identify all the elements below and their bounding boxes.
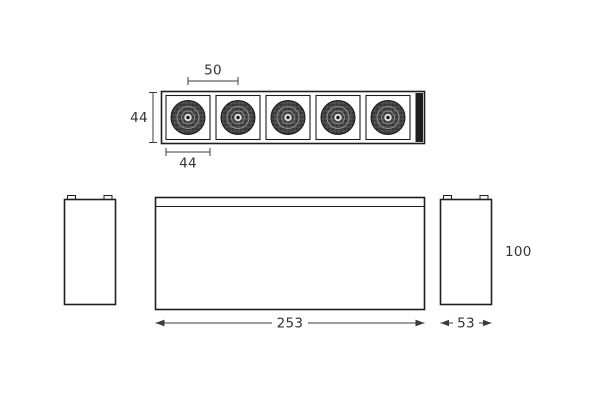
lens-cell bbox=[215, 94, 261, 141]
led-dot bbox=[186, 115, 190, 120]
lens-cell bbox=[315, 94, 361, 141]
dimension-height: 44 bbox=[130, 92, 157, 143]
lens-ring-outer bbox=[226, 105, 250, 130]
lens-row bbox=[165, 94, 411, 141]
dim-line-pitch bbox=[187, 77, 239, 85]
dimension-length: 253 bbox=[155, 316, 425, 332]
lens-ring-outer bbox=[376, 105, 400, 130]
mounting-clip bbox=[103, 195, 113, 200]
led-dot bbox=[286, 115, 290, 120]
dimension-pitch: 50 bbox=[187, 63, 239, 85]
lens-ring-outer bbox=[276, 105, 300, 130]
mounting-clip bbox=[479, 195, 489, 200]
lens-ring-inner bbox=[281, 110, 295, 125]
dimension-width: 53 bbox=[440, 316, 492, 332]
dim-line-height bbox=[149, 92, 157, 143]
lens-ring-inner bbox=[381, 110, 395, 125]
dimension-cell: 44 bbox=[165, 148, 211, 172]
mounting-clip bbox=[443, 195, 452, 200]
dimension-label-side-height: 100 bbox=[505, 244, 532, 260]
side-view-left-body bbox=[63, 198, 117, 306]
mounting-clip bbox=[67, 195, 76, 200]
lens-cell bbox=[165, 94, 211, 141]
front-view-body bbox=[154, 196, 426, 311]
lens-ring-inner bbox=[331, 110, 345, 125]
dimension-label-pitch: 50 bbox=[204, 63, 222, 79]
lens-cell bbox=[365, 94, 411, 141]
front-view: 253 bbox=[154, 196, 426, 332]
side-view-left bbox=[63, 195, 117, 306]
side-view-right: 53 100 bbox=[439, 195, 532, 332]
dimension-label-width: 53 bbox=[457, 316, 475, 332]
top-view: 50 44 44 bbox=[130, 63, 426, 172]
led-dot bbox=[236, 115, 240, 120]
end-cap bbox=[415, 93, 423, 142]
dimension-label-length: 253 bbox=[277, 316, 304, 332]
lens-cell bbox=[265, 94, 311, 141]
side-view-right-body bbox=[439, 198, 493, 306]
lens-ring-outer bbox=[326, 105, 350, 130]
dim-line-cell bbox=[165, 148, 211, 156]
lens-ring-inner bbox=[181, 110, 195, 125]
lens-ring-inner bbox=[231, 110, 245, 125]
led-dot bbox=[386, 115, 390, 120]
lens-ring-outer bbox=[176, 105, 200, 130]
dimension-label-height: 44 bbox=[130, 110, 148, 126]
dimension-label-cell: 44 bbox=[179, 156, 197, 172]
led-dot bbox=[336, 115, 340, 120]
